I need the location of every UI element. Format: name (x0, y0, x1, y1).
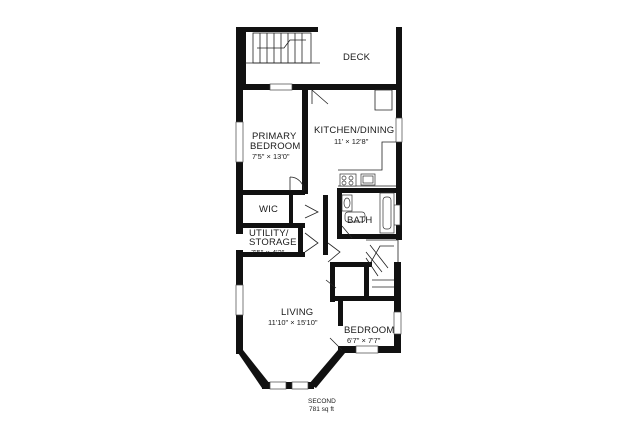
room-dims-kitchen: 11' × 12'8" (334, 137, 369, 146)
room-label-living: LIVING (281, 307, 313, 318)
bath-fixtures (341, 192, 395, 234)
room-label-utility-line2: STORAGE (249, 237, 297, 248)
room-label-bath: BATH (347, 215, 372, 226)
room-dims-utility: 7'5" × 4'2" (251, 248, 285, 257)
doors (289, 89, 393, 351)
room-label-deck: DECK (343, 52, 371, 63)
interior-walls (243, 84, 400, 326)
room-label-bedroom: BEDROOM (344, 325, 395, 336)
deck-stairs (245, 32, 320, 64)
room-label-primary-bedroom-line2: BEDROOM (250, 141, 301, 152)
room-dims-bedroom: 6'7" × 7'7" (347, 336, 381, 345)
room-label-utility-line1: UTILITY/ (249, 228, 289, 239)
floor-level-caption: SECOND (308, 398, 336, 405)
kitchen-fixtures (338, 141, 396, 187)
room-label-wic: WIC (259, 204, 278, 215)
room-label-kitchen: KITCHEN/DINING (314, 125, 394, 136)
interior-stairs (365, 239, 399, 288)
room-dims-living: 11'10" × 15'10" (268, 318, 318, 327)
room-dims-primary-bedroom: 7'5" × 13'0" (252, 152, 290, 161)
windows (235, 83, 403, 390)
room-label-primary-bedroom-line1: PRIMARY (252, 131, 297, 142)
floor-area-caption: 781 sq ft (309, 406, 334, 413)
